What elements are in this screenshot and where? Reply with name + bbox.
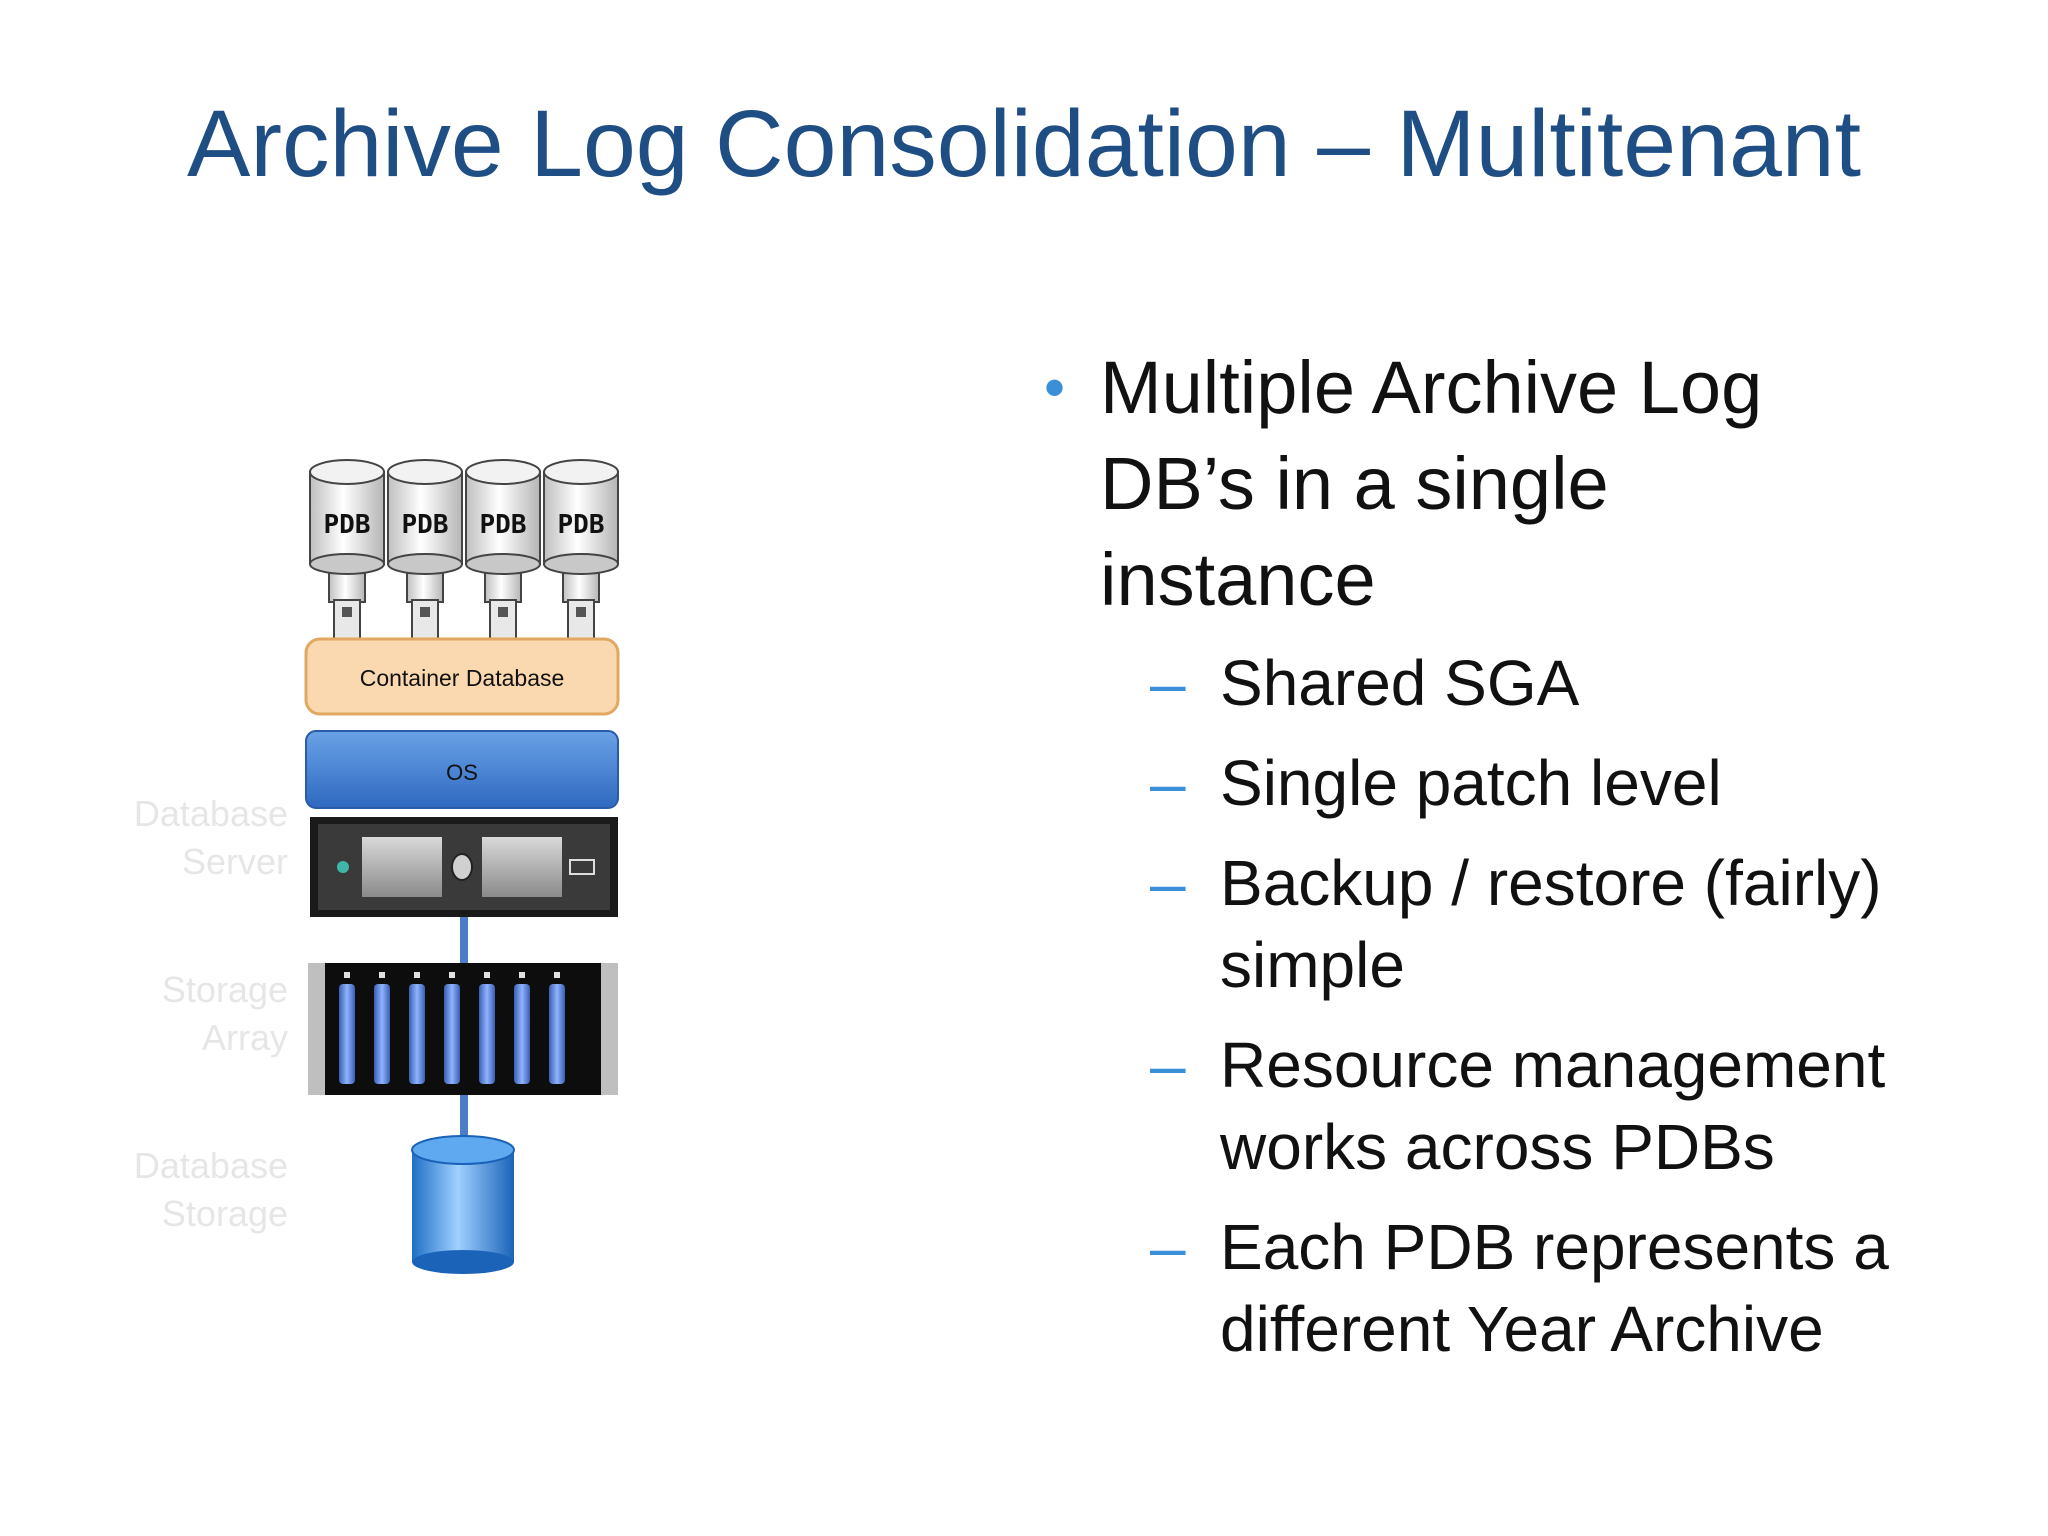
architecture-diagram: Database Server Storage Array Database S… xyxy=(0,0,1000,1536)
os-box: OS xyxy=(305,730,619,809)
label-database-server-line2: Server xyxy=(181,841,288,882)
sub-bullet-line: different Year Archive xyxy=(1220,1293,1824,1365)
sub-bullet-item: –Each PDB represents a different Year Arc… xyxy=(1040,1206,2020,1370)
bullet-list: • Multiple Archive Log DB’s in a single … xyxy=(1040,340,2020,1388)
storage-drive xyxy=(409,972,425,1084)
sub-bullet-line: Resource management xyxy=(1220,1029,1886,1101)
sub-bullet-line: simple xyxy=(1220,929,1405,1001)
sub-bullet-line: works across PDBs xyxy=(1220,1111,1775,1183)
label-database-storage-line1: Database xyxy=(133,1145,288,1186)
label-storage-array: Storage Array xyxy=(28,966,288,1062)
diagram-svg: PDB PDB PDB PDB Container Database OS xyxy=(304,459,620,1274)
pdb-cylinder: PDB xyxy=(387,459,463,641)
storage-drive xyxy=(444,972,460,1084)
storage-array-icon xyxy=(308,963,618,1095)
sub-bullet-line: Backup / restore (fairly) xyxy=(1220,847,1882,919)
dash-icon: – xyxy=(1150,847,1186,919)
label-database-storage-line2: Storage xyxy=(161,1193,288,1234)
pdb-group: PDB PDB PDB PDB xyxy=(309,459,619,641)
sub-bullet-item: –Backup / restore (fairly) simple xyxy=(1040,842,2020,1006)
storage-drive xyxy=(549,972,565,1084)
sub-bullet-item: –Shared SGA xyxy=(1040,642,2020,724)
bullet-dot-icon: • xyxy=(1044,354,1066,421)
database-server-icon xyxy=(310,817,618,917)
bullet-main-line1: Multiple Archive Log xyxy=(1100,346,1763,429)
sub-bullet-line: Each PDB represents a xyxy=(1220,1211,1889,1283)
bullet-main-line2: DB’s in a single xyxy=(1100,442,1609,525)
connector-server-array xyxy=(460,917,468,965)
sub-bullet-item: –Resource management works across PDBs xyxy=(1040,1024,2020,1188)
slide-title: Archive Log Consolidation – Multitenant xyxy=(186,91,1862,197)
sub-bullet-item: –Single patch level xyxy=(1040,742,2020,824)
pdb-label: PDB xyxy=(558,510,605,540)
label-storage-array-line1: Storage xyxy=(161,969,288,1010)
pdb-label: PDB xyxy=(324,510,371,540)
label-database-server-line1: Database xyxy=(133,793,288,834)
dash-icon: – xyxy=(1150,747,1186,819)
storage-drive xyxy=(514,972,530,1084)
container-database-box: Container Database xyxy=(304,637,620,716)
container-database-label: Container Database xyxy=(360,665,565,691)
pdb-cylinder: PDB xyxy=(543,459,619,641)
os-label: OS xyxy=(446,760,478,785)
database-storage-icon xyxy=(411,1135,515,1274)
pdb-cylinder: PDB xyxy=(465,459,541,641)
bullet-main-line3: instance xyxy=(1100,538,1376,621)
dash-icon: – xyxy=(1150,1029,1186,1101)
connector-array-storage xyxy=(460,1095,468,1140)
bullet-main: • Multiple Archive Log DB’s in a single … xyxy=(1040,340,2020,628)
pdb-label: PDB xyxy=(402,510,449,540)
storage-drive xyxy=(479,972,495,1084)
storage-drive xyxy=(339,972,355,1084)
dash-icon: – xyxy=(1150,1211,1186,1283)
label-storage-array-line2: Array xyxy=(201,1017,288,1058)
sub-bullet-line: Shared SGA xyxy=(1220,647,1580,719)
pdb-label: PDB xyxy=(480,510,527,540)
storage-drive xyxy=(374,972,390,1084)
sub-bullet-list: –Shared SGA–Single patch level–Backup / … xyxy=(1040,642,2020,1370)
label-database-server: Database Server xyxy=(28,790,288,886)
label-database-storage: Database Storage xyxy=(28,1142,288,1238)
pdb-cylinder: PDB xyxy=(309,459,385,641)
dash-icon: – xyxy=(1150,647,1186,719)
sub-bullet-line: Single patch level xyxy=(1220,747,1722,819)
